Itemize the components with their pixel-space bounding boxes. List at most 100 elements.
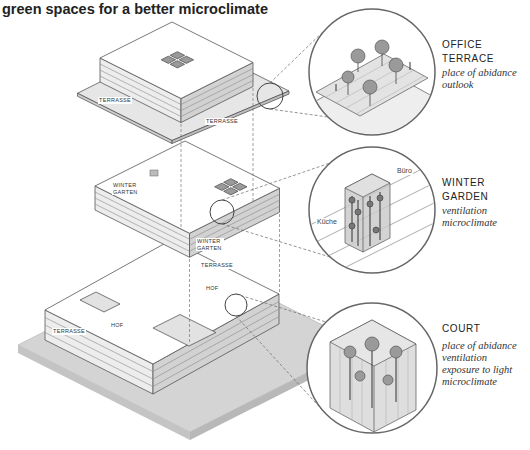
middle-floor-block-part-part [190, 194, 280, 239]
terrace-detail-part [300, 40, 450, 150]
court-detail-part-part-part [398, 354, 399, 420]
middle-floor-block-part [95, 192, 280, 251]
section-heading: OFFICE TERRACE [442, 38, 512, 66]
middle-floor-block-part [150, 170, 158, 176]
court-detail-part-part-part [344, 346, 356, 358]
detail-leader-part-part [270, 109, 328, 117]
terrace-detail-part-part-part [410, 62, 411, 70]
plan-label: WINTER GARTEN [112, 182, 140, 195]
winter-garden-detail-part-part-part [367, 201, 373, 207]
court-detail-part-part-part [355, 371, 365, 381]
winter-garden-detail-part [309, 147, 435, 273]
ground-floor-block-part-part [45, 333, 153, 387]
winter-garden-detail-part-part-part [377, 195, 383, 201]
court-detail-part-part [350, 346, 396, 408]
winter-garden-detail-part [300, 160, 440, 290]
ground-floor-block-part [80, 292, 120, 312]
detail-leader-part [210, 200, 234, 224]
terrace-detail-part-part-part [389, 58, 403, 72]
room-label: Büro [396, 167, 413, 175]
stacking-line-part [189, 259, 190, 344]
ground-floor-block-part-part [45, 318, 153, 372]
terrace-detail-part [309, 9, 435, 135]
top-floor-block [78, 22, 290, 144]
ground-floor-block-part-part [153, 302, 279, 372]
middle-floor-block-part [215, 179, 247, 195]
court-detail-part-part [340, 347, 408, 426]
ground-floor-block-part-part [153, 309, 279, 379]
court-detail-part [307, 303, 437, 433]
terrace-detail-part-part-part [346, 70, 414, 108]
winter-garden-detail-part-part [349, 195, 383, 233]
top-floor-block-part-part [181, 75, 253, 111]
winter-garden-detail-part-part-part [373, 227, 379, 233]
plan-label: HOF [110, 322, 125, 329]
terrace-detail-part-part-part [356, 76, 424, 114]
plan-label: HOF [205, 285, 220, 292]
court-detail-part [300, 294, 445, 432]
room-label: Küche [316, 218, 338, 226]
court-detail-part-part-part [390, 346, 402, 358]
section-note: ventilation microclimate [442, 205, 524, 229]
terrace-detail-part-part [342, 40, 403, 94]
middle-floor-block [95, 141, 280, 257]
court-detail-part-part-part [386, 360, 387, 426]
winter-garden-detail-part-part [345, 174, 390, 252]
plan-label: TERRASSE [98, 97, 132, 104]
middle-floor-block-part-part [215, 179, 247, 195]
detail-leader-part-part [236, 294, 326, 322]
top-floor-block-part [100, 22, 253, 99]
middle-floor-block-part-part [95, 204, 190, 251]
top-floor-block-part-part [100, 70, 181, 111]
terrace-detail-part-part [326, 59, 424, 114]
court-detail-part-part-part [350, 352, 351, 400]
ground-floor-block-part [153, 315, 216, 347]
section-note: place of abidance ventilation exposure t… [442, 340, 524, 388]
court-detail-part-part-part [340, 347, 341, 413]
stacking-line-part [279, 214, 280, 294]
terrace-detail-part-part-part [351, 49, 365, 63]
court-detail-part-part [300, 294, 372, 330]
stacking-line-part [253, 88, 254, 201]
top-floor-block-part-part [181, 69, 253, 105]
winter-garden-detail-part-part-part [355, 209, 361, 215]
terrace-detail-part-part-part [326, 59, 394, 97]
section-note: place of abidance outlook [442, 67, 524, 91]
terrace-detail-part-part-part [363, 80, 377, 94]
middle-floor-block-part-part [95, 192, 190, 239]
top-floor-block-part [100, 64, 253, 117]
court-detail [300, 294, 445, 433]
court-detail-part [307, 303, 437, 433]
ground-floor-block-part [45, 240, 279, 364]
top-floor-block-part-part [161, 52, 193, 68]
ground-floor-block-part [45, 302, 279, 387]
court-detail-part-part [330, 320, 416, 366]
winter-garden-detail-part-part-part [358, 200, 359, 246]
ground-floor-block-part-part [45, 325, 153, 379]
court-detail-part-part [330, 320, 416, 432]
middle-floor-block-part [95, 141, 280, 233]
winter-garden-detail-part-part [352, 192, 380, 246]
terrace-detail-part-part [316, 54, 428, 116]
terrace-detail-part-part-part [375, 40, 389, 54]
section-heading: COURT [442, 322, 512, 336]
terrace-detail-part-part-part [336, 84, 337, 91]
court-detail-part-part [344, 337, 402, 385]
diagram-title: green spaces for a better microclimate [2, 1, 268, 17]
detail-leader-part [257, 83, 283, 109]
terrace-detail [300, 9, 450, 150]
winter-garden-detail-part-part-part [349, 197, 355, 203]
court-detail-part-part-part [365, 337, 379, 351]
detail-leader-part [225, 294, 247, 316]
winter-garden-detail-part-part-part [349, 223, 355, 229]
top-floor-block-part-part [181, 81, 253, 117]
stacking-line-part [181, 124, 182, 229]
winter-garden-detail-part-part [345, 174, 390, 197]
winter-garden-detail [300, 147, 440, 290]
middle-floor-block-part-part [95, 198, 190, 245]
plan-label: TERRASSE [200, 262, 234, 269]
plan-label: WINTER GARTEN [196, 238, 224, 251]
court-detail-part-part-part [408, 348, 409, 414]
plan-label: TERRASSE [205, 118, 239, 125]
section-heading: WINTER GARDEN [442, 176, 512, 204]
